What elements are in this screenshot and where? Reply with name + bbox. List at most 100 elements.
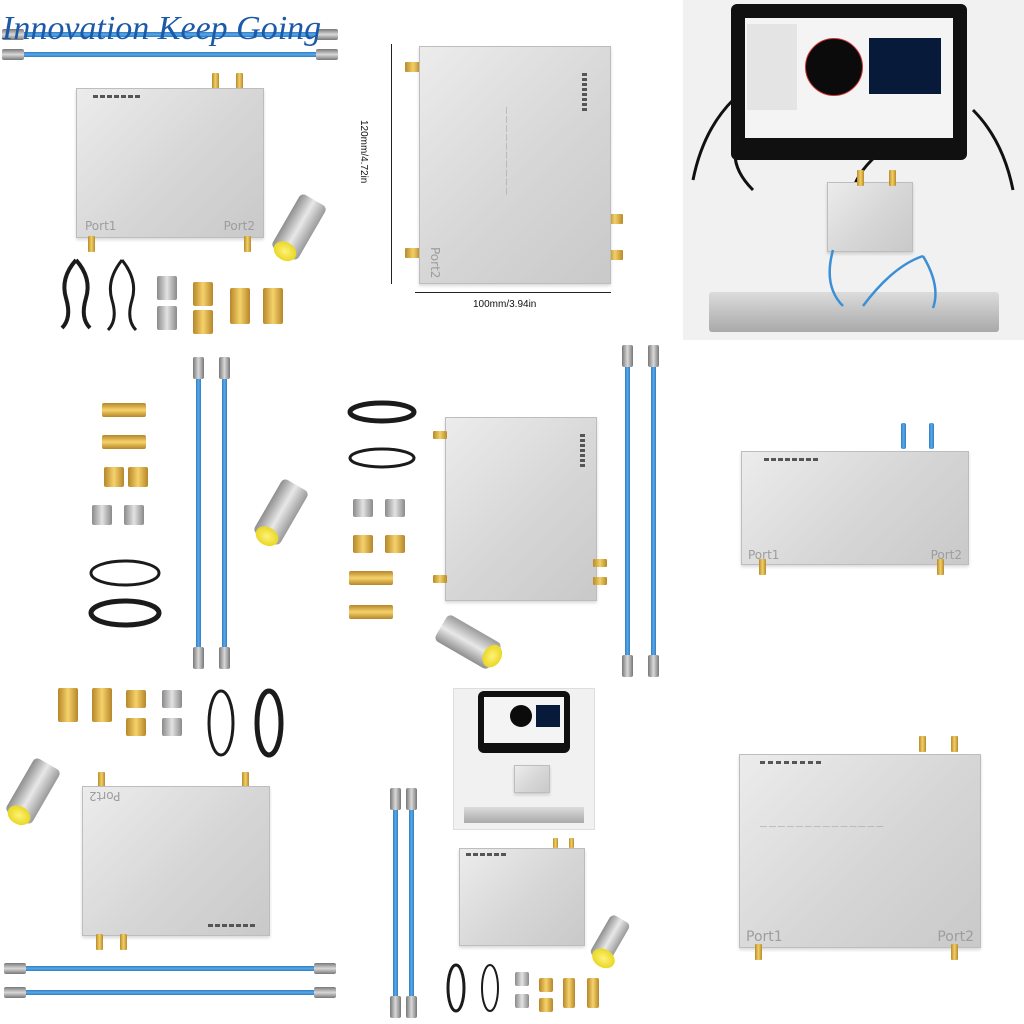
rotated-port2-label: Port2 <box>89 789 121 803</box>
vna-device-flipped: Port2 <box>82 786 270 936</box>
adapter-icon <box>515 972 529 986</box>
adapter-icon <box>353 535 373 553</box>
kit-photo-2 <box>0 341 340 681</box>
usb-cable-icon <box>60 258 92 330</box>
monitor-icon <box>478 691 570 753</box>
device-side-photo: Port1 Port2 <box>683 341 1024 681</box>
blue-coax-cable <box>393 800 398 1004</box>
load-terminator-icon <box>588 913 632 965</box>
sma-connector-icon <box>219 647 230 669</box>
sma-connector-icon <box>2 49 24 60</box>
sma-connector-icon <box>316 49 338 60</box>
load-terminator-icon <box>433 613 503 671</box>
height-dimension-label: 120mm/4.72in <box>358 120 369 184</box>
blue-coax-cable <box>901 423 906 449</box>
adapter-icon <box>162 690 182 708</box>
sma-connector-icon <box>120 934 127 950</box>
port1-label: Port1 <box>748 548 780 562</box>
led-indicators <box>466 853 506 856</box>
led-indicators <box>582 73 588 111</box>
load-terminator-icon <box>252 477 310 547</box>
vna-device-rotated <box>445 417 597 601</box>
adapter-icon <box>515 994 529 1008</box>
blue-coax-cable <box>625 359 630 659</box>
sma-connector-icon <box>919 736 926 752</box>
vna-device <box>514 765 550 793</box>
setup-photo-inset <box>453 688 595 830</box>
vna-device-rotated: — — — — — — — — — — Port2 <box>419 46 611 284</box>
load-terminator-icon <box>270 192 328 262</box>
blue-coax-cable <box>222 369 227 649</box>
vna-device <box>827 182 913 252</box>
adapter-icon <box>193 310 213 334</box>
blue-coax-cable <box>20 52 320 57</box>
sma-connector-icon <box>193 647 204 669</box>
sma-connector-icon <box>622 345 633 367</box>
sma-connector-icon <box>96 934 103 950</box>
sma-connector-icon <box>4 963 26 974</box>
width-dimension-line <box>415 292 611 293</box>
test-fixture <box>464 807 584 823</box>
setup-photo-1 <box>683 0 1024 340</box>
sma-connector-icon <box>755 944 762 960</box>
sma-connector-icon <box>607 214 623 224</box>
sma-connector-icon <box>316 29 338 40</box>
monitor-screen <box>484 697 564 743</box>
adapter-icon <box>124 505 144 525</box>
load-terminator-icon <box>4 756 62 826</box>
watermark-text: Innovation Keep Going <box>2 10 322 47</box>
adapter-icon <box>92 688 112 722</box>
sma-connector-icon <box>406 996 417 1018</box>
sma-connector-icon <box>951 736 958 752</box>
device-top-photo: — — — — — — — — — — — — — — Port1 Port2 <box>683 682 1024 1024</box>
sma-connector-icon <box>405 248 421 258</box>
sma-connector-icon <box>98 772 105 788</box>
port1-label: Port1 <box>746 929 783 945</box>
adapter-icon <box>349 605 393 619</box>
device-print: — — — — — — — — — — — — — — <box>760 823 884 830</box>
blue-coax-cable <box>196 369 201 649</box>
adapter-icon <box>539 978 553 992</box>
sma-connector-icon <box>889 170 896 186</box>
sma-connector-icon <box>88 236 95 252</box>
led-indicators <box>764 458 818 461</box>
adapter-icon <box>385 499 405 517</box>
test-fixture <box>709 292 999 332</box>
adapter-icon <box>157 306 177 330</box>
sma-connector-icon <box>390 996 401 1018</box>
blue-coax-loop <box>828 249 937 309</box>
side-panel <box>747 24 797 110</box>
led-indicators <box>93 95 140 98</box>
sma-connector-icon <box>4 987 26 998</box>
adapter-icon <box>385 535 405 553</box>
adapter-icon <box>126 718 146 736</box>
sma-connector-icon <box>607 250 623 260</box>
sma-connector-icon <box>951 944 958 960</box>
adapter-icon <box>128 467 148 487</box>
adapter-icon <box>162 718 182 736</box>
sma-connector-icon <box>244 236 251 252</box>
sma-connector-icon <box>314 987 336 998</box>
sma-connector-icon <box>314 963 336 974</box>
sma-connector-icon <box>433 575 447 583</box>
usb-cable-icon <box>89 559 161 587</box>
width-dimension-label: 100mm/3.94in <box>473 299 537 310</box>
adapter-icon <box>58 688 78 722</box>
sma-connector-icon <box>593 559 607 567</box>
spectrum-plot <box>869 38 941 94</box>
monitor-icon <box>731 4 967 160</box>
vna-device: Port1 Port2 <box>76 88 264 238</box>
sma-connector-icon <box>219 357 230 379</box>
adapter-icon <box>263 288 283 324</box>
blue-coax-cable <box>20 966 320 971</box>
monitor-screen <box>745 18 953 138</box>
blue-coax-cable <box>20 32 320 37</box>
smith-chart <box>510 705 532 727</box>
sma-connector-icon <box>593 577 607 585</box>
adapter-icon <box>587 978 599 1008</box>
sma-connector-icon <box>857 170 864 186</box>
sma-connector-icon <box>405 62 421 72</box>
usb-cable-icon <box>254 688 284 758</box>
vna-device: Port1 Port2 <box>741 451 969 565</box>
port2-label: Port2 <box>930 548 962 562</box>
